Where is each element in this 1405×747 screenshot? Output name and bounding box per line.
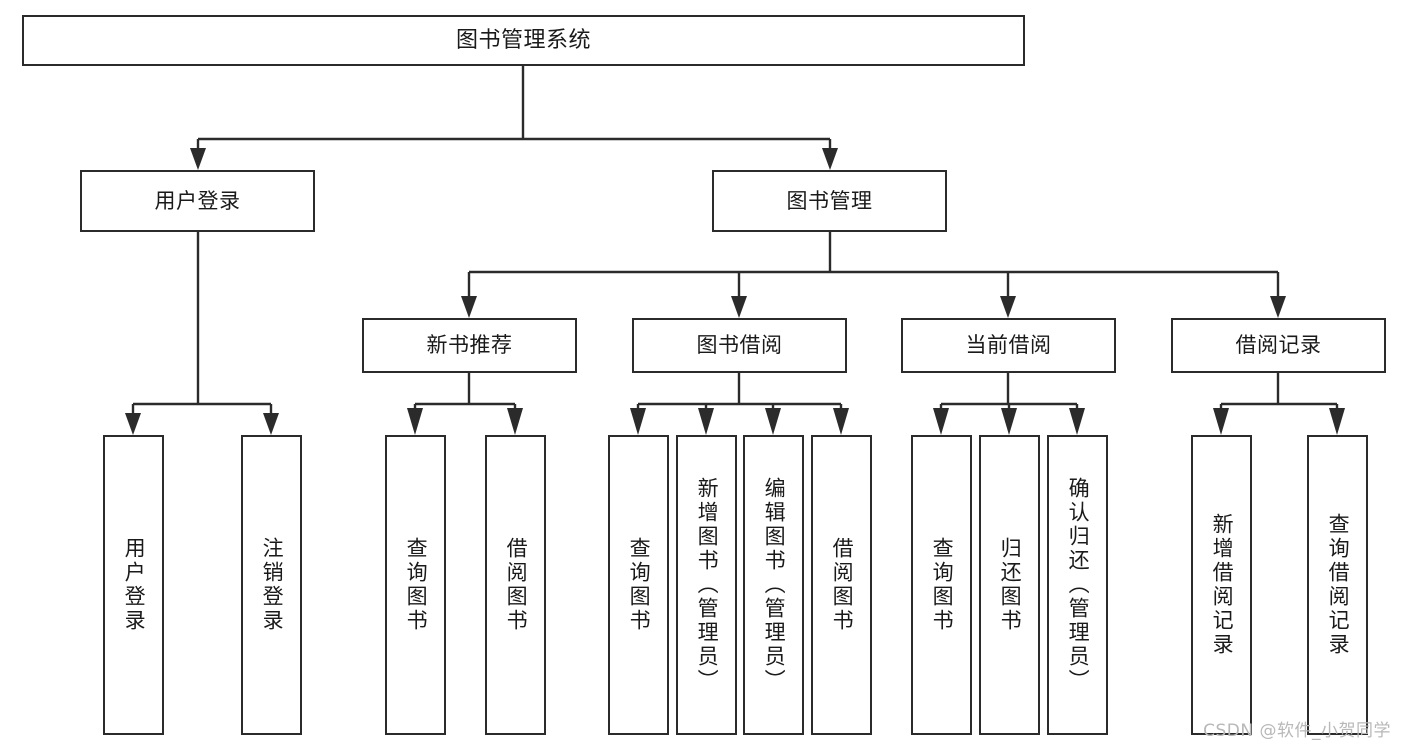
node-leaf-user-login[interactable]: 用户登录 [103,435,164,735]
arrowhead-new-book-recommend [461,296,477,318]
arrowhead-current-borrow [1000,296,1016,318]
arrowhead-leaf-add-book [698,408,714,435]
arrowhead-leaf-query-book-1 [407,408,423,435]
node-leaf-logout-login[interactable]: 注销登录 [241,435,302,735]
node-leaf-logout-login-label: 注销登录 [260,537,285,633]
node-leaf-borrow-book-2-label: 借阅图书 [830,537,855,633]
node-leaf-query-book-2[interactable]: 查询图书 [608,435,669,735]
node-user-login-label: 用户登录 [154,188,241,213]
arrowhead-leaf-user-login [125,413,141,435]
node-leaf-add-book[interactable]: 新增图书（管理员） [676,435,737,735]
arrowhead-user-login [190,148,206,170]
node-book-management-label: 图书管理 [786,188,873,213]
node-leaf-edit-book-label: 编辑图书（管理员） [762,477,787,693]
arrowhead-book-borrow [731,296,747,318]
node-book-borrow[interactable]: 图书借阅 [632,318,847,373]
node-leaf-confirm-return[interactable]: 确认归还（管理员） [1047,435,1108,735]
node-borrow-record-label: 借阅记录 [1235,333,1322,358]
node-root[interactable]: 图书管理系统 [22,15,1025,66]
node-leaf-query-book-3[interactable]: 查询图书 [911,435,972,735]
node-user-login[interactable]: 用户登录 [80,170,315,232]
node-leaf-query-book-3-label: 查询图书 [930,537,955,633]
arrowhead-leaf-add-record [1213,408,1229,435]
arrowhead-leaf-edit-book [765,408,781,435]
arrowhead-leaf-confirm-return [1069,408,1085,435]
node-leaf-borrow-book-2[interactable]: 借阅图书 [811,435,872,735]
arrowhead-leaf-logout-login [263,413,279,435]
node-leaf-add-record[interactable]: 新增借阅记录 [1191,435,1252,735]
node-book-borrow-label: 图书借阅 [696,333,783,358]
node-leaf-confirm-return-label: 确认归还（管理员） [1066,477,1091,693]
csdn-watermark: CSDN @软件_小贺同学 [1203,721,1391,741]
node-leaf-query-record[interactable]: 查询借阅记录 [1307,435,1368,735]
node-leaf-add-book-label: 新增图书（管理员） [695,477,720,693]
node-leaf-query-book-2-label: 查询图书 [627,537,652,633]
node-leaf-return-book-label: 归还图书 [998,537,1023,633]
node-leaf-return-book[interactable]: 归还图书 [979,435,1040,735]
arrowhead-leaf-borrow-book-1 [507,408,523,435]
node-leaf-borrow-book-1[interactable]: 借阅图书 [485,435,546,735]
node-leaf-add-record-label: 新增借阅记录 [1210,513,1235,657]
arrowhead-leaf-query-book-2 [630,408,646,435]
node-book-management[interactable]: 图书管理 [712,170,947,232]
node-leaf-query-book-1[interactable]: 查询图书 [385,435,446,735]
arrowhead-leaf-query-record [1329,408,1345,435]
node-leaf-user-login-label: 用户登录 [122,537,147,633]
arrowhead-leaf-borrow-book-2 [833,408,849,435]
node-borrow-record[interactable]: 借阅记录 [1171,318,1386,373]
node-leaf-edit-book[interactable]: 编辑图书（管理员） [743,435,804,735]
node-new-book-recommend-label: 新书推荐 [426,333,513,358]
node-current-borrow-label: 当前借阅 [965,333,1052,358]
node-new-book-recommend[interactable]: 新书推荐 [362,318,577,373]
arrowhead-leaf-return-book [1001,408,1017,435]
arrowhead-leaf-query-book-3 [933,408,949,435]
node-root-label: 图书管理系统 [455,27,591,53]
node-leaf-query-book-1-label: 查询图书 [404,537,429,633]
node-current-borrow[interactable]: 当前借阅 [901,318,1116,373]
node-leaf-query-record-label: 查询借阅记录 [1326,513,1351,657]
arrowhead-borrow-record [1270,296,1286,318]
node-leaf-borrow-book-1-label: 借阅图书 [504,537,529,633]
arrowhead-book-management [822,148,838,170]
